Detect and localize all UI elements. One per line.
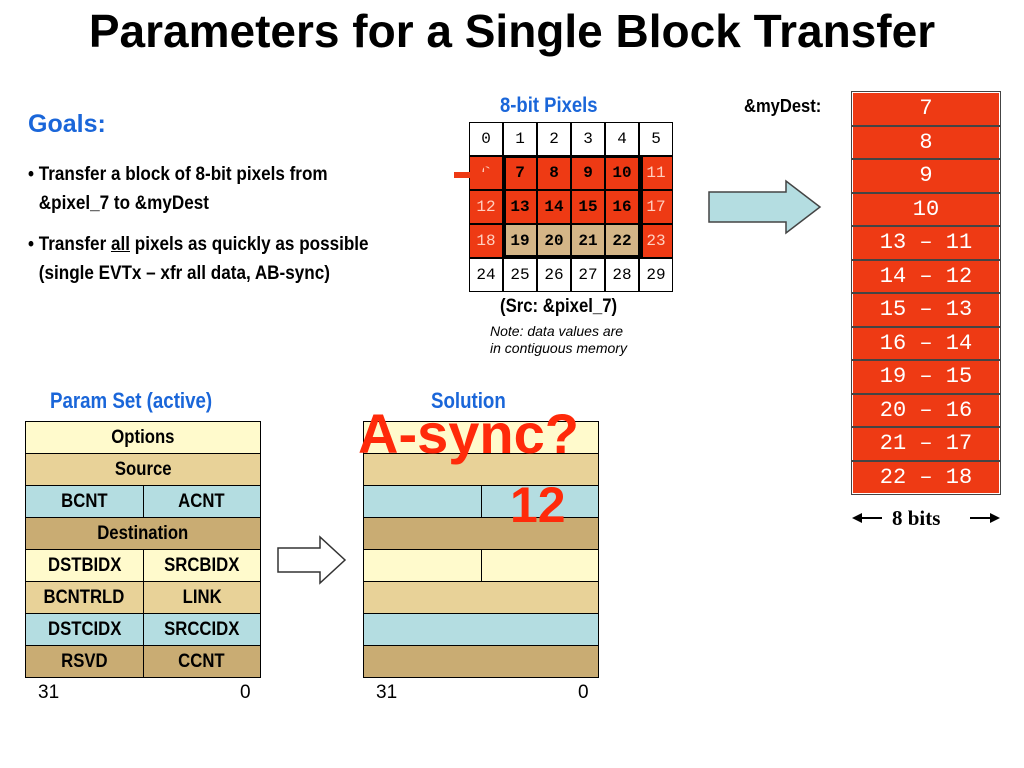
pixel-cell: 4 (605, 122, 639, 156)
source-label: (Src: &pixel_7) (500, 296, 618, 317)
param-srcbidx: SRCBIDX (143, 550, 261, 582)
pixel-cell: 15 (571, 190, 605, 224)
pixel-cell: 7 (503, 156, 537, 190)
memory-note: Note: data values are in contiguous memo… (490, 323, 627, 357)
pixel-cell: 16 (605, 190, 639, 224)
pixel-grid-heading: 8-bit Pixels (500, 94, 598, 117)
pixel-cell: 20 (537, 224, 571, 258)
pixel-cell: 19 (503, 224, 537, 258)
param-acnt: ACNT (143, 486, 261, 518)
transfer-arrow-icon (708, 179, 822, 235)
param-set-bit-high: 31 (38, 682, 60, 703)
destination-cell: 20 – 16 (851, 392, 1001, 428)
destination-cell: 15 – 13 (851, 292, 1001, 328)
right-arrow-icon (970, 513, 1000, 523)
pixel-cell: 24 (469, 258, 503, 292)
memory-note-line2: in contiguous memory (490, 340, 627, 356)
destination-cell: 13 – 11 (851, 225, 1001, 261)
param-source: Source (26, 454, 261, 486)
solution-srcbidx (481, 550, 599, 582)
pixel-cell: 1 (503, 122, 537, 156)
param-set-bit-low: 0 (240, 682, 251, 703)
source-pointer-arrow-icon (454, 166, 502, 184)
slide-title: Parameters for a Single Block Transfer (88, 5, 936, 57)
solution-destination (364, 518, 599, 550)
pixel-cell: 12 (469, 190, 503, 224)
param-destination: Destination (26, 518, 261, 550)
destination-cell: 10 (851, 191, 1001, 227)
solution-heading: Solution (431, 388, 506, 413)
goal-bullet-2: • Transfer all pixels as quickly as poss… (28, 230, 369, 288)
destination-cell: 16 – 14 (851, 325, 1001, 361)
destination-cell: 21 – 17 (851, 426, 1001, 462)
bit-width-label: 8 bits (892, 506, 941, 530)
goal-bullet-2-pre: • Transfer (28, 234, 111, 255)
param-options: Options (26, 422, 261, 454)
goal-bullet-2-line2: (single EVTx – xfr all data, AB-sync) (38, 263, 330, 284)
param-bcnt: BCNT (26, 486, 144, 518)
left-arrow-icon (852, 513, 882, 523)
param-srccidx: SRCCIDX (143, 614, 261, 646)
pixel-cell: 5 (639, 122, 673, 156)
solution-bcntrld-link (364, 582, 599, 614)
solution-dstbidx (364, 550, 482, 582)
pixel-cell: 10 (605, 156, 639, 190)
pixel-cell: 13 (503, 190, 537, 224)
destination-label: &myDest: (744, 96, 822, 116)
pixel-cell: 3 (571, 122, 605, 156)
goal-bullet-1: • Transfer a block of 8-bit pixels from … (28, 160, 328, 218)
pixel-cell: 29 (639, 258, 673, 292)
pixel-cell: 0 (469, 122, 503, 156)
param-link: LINK (143, 582, 261, 614)
solution-source (364, 454, 599, 486)
sync-count-value: 12 (510, 477, 566, 533)
pixel-cell: 17 (639, 190, 673, 224)
destination-cell: 14 – 12 (851, 258, 1001, 294)
solution-options (364, 422, 599, 454)
pixel-cell: 18 (469, 224, 503, 258)
destination-cell: 9 (851, 158, 1001, 194)
destination-cell: 22 – 18 (851, 459, 1001, 495)
pixel-cell: 11 (639, 156, 673, 190)
solution-rsvd-ccnt (364, 646, 599, 678)
bit-width-indicator: 8 bits (852, 506, 1000, 530)
solution-bit-low: 0 (578, 682, 589, 703)
solution-cidx (364, 614, 599, 646)
param-bcntrld: BCNTRLD (26, 582, 144, 614)
param-set-heading: Param Set (active) (50, 388, 213, 413)
pixel-cell: 2 (537, 122, 571, 156)
goal-bullet-2-post: pixels as quickly as possible (129, 234, 369, 255)
goal-bullet-1-line1: • Transfer a block of 8-bit pixels from (28, 164, 328, 185)
destination-cell: 19 – 15 (851, 359, 1001, 395)
pixel-cell: 26 (537, 258, 571, 292)
pixel-cell: 23 (639, 224, 673, 258)
param-set-table: Options Source BCNT ACNT Destination DST… (25, 421, 261, 678)
solution-bit-high: 31 (376, 682, 398, 703)
pixel-cell: 28 (605, 258, 639, 292)
pixel-cell: 14 (537, 190, 571, 224)
destination-cell: 7 (851, 91, 1001, 127)
goals-heading: Goals: (28, 110, 106, 138)
pixel-cell: 27 (571, 258, 605, 292)
memory-note-line1: Note: data values are (490, 323, 624, 339)
pixel-cell: 8 (537, 156, 571, 190)
destination-cell: 8 (851, 124, 1001, 160)
pixel-cell: 22 (605, 224, 639, 258)
param-to-solution-arrow-icon (277, 535, 347, 585)
pixel-cell: 9 (571, 156, 605, 190)
goal-bullet-2-emphasis: all (110, 234, 130, 255)
goal-bullet-1-line2: &pixel_7 to &myDest (38, 193, 209, 214)
sync-mode-question: A-sync? (358, 402, 579, 465)
param-dstcidx: DSTCIDX (26, 614, 144, 646)
solution-bcnt (364, 486, 482, 518)
param-ccnt: CCNT (143, 646, 261, 678)
param-dstbidx: DSTBIDX (26, 550, 144, 582)
param-rsvd: RSVD (26, 646, 144, 678)
solution-table (363, 421, 599, 678)
pixel-cell: 21 (571, 224, 605, 258)
pixel-cell: 25 (503, 258, 537, 292)
solution-acnt (481, 486, 599, 518)
